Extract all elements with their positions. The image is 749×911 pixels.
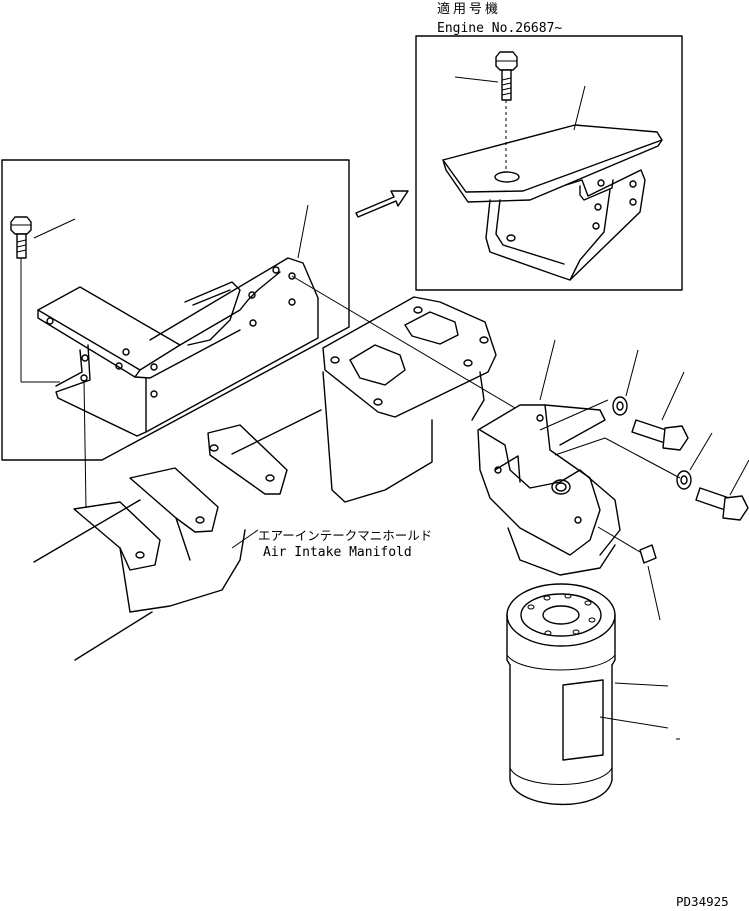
engine-serial-note: Engine No.26687~ (437, 21, 562, 36)
inset-box (415, 35, 683, 291)
leader-line (231, 529, 259, 549)
mounting-bolt-icon (695, 487, 749, 521)
leader-line (689, 432, 713, 471)
manifold-label-english: Air Intake Manifold (263, 545, 412, 560)
drawing-code: PD34925 (676, 894, 729, 909)
leader-line (729, 459, 749, 496)
leader-line (599, 716, 669, 729)
filter-cartridge-icon (506, 583, 616, 806)
leader-line (539, 339, 556, 401)
inset-bracket-icon (442, 124, 663, 281)
mounting-bolt-icon (631, 419, 689, 451)
reference-arrow (355, 190, 409, 218)
leader-line (625, 349, 639, 397)
main-box (1, 159, 350, 461)
washer-icon (676, 470, 692, 490)
drain-plug-icon (597, 526, 657, 564)
air-intake-manifold-icon (33, 296, 497, 661)
filter-head-icon (477, 404, 621, 576)
washer-icon (612, 396, 628, 416)
leader-line (573, 85, 586, 131)
leader-line (614, 682, 669, 687)
manifold-label-japanese: エアーインテークマニホールド (258, 528, 432, 543)
assembly-lines (83, 275, 516, 509)
assembly-line (604, 437, 681, 479)
mounting-bracket-icon (37, 257, 319, 437)
applicable-units-heading: 適用号機 (437, 1, 501, 17)
leader-line (454, 76, 499, 83)
leader-line (33, 218, 76, 239)
assembly-line (554, 437, 606, 456)
inset-bolt-icon (495, 51, 518, 172)
leader-line (647, 565, 661, 621)
assembly-line (539, 399, 609, 431)
leader-line (661, 371, 685, 421)
bracket-bolt-icon (10, 216, 60, 383)
leader-line (297, 204, 309, 259)
